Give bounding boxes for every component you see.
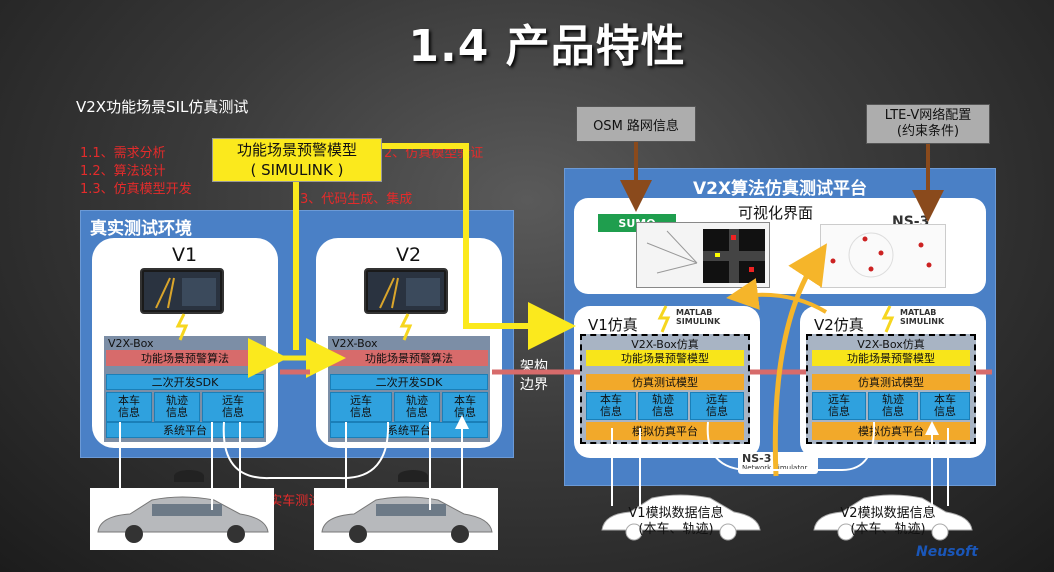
v2-sim-warning-model: 功能场景预警模型 — [812, 350, 970, 366]
v2-antenna-icon — [398, 470, 428, 482]
v1-sim-car-outline — [596, 488, 764, 546]
v1-display-screen — [140, 268, 224, 314]
v2-sim-cell-host: 本车 信息 — [920, 392, 970, 420]
v1-sim-cell-host: 本车 信息 — [586, 392, 636, 420]
v2-cell-track: 轨迹 信息 — [394, 392, 440, 422]
ltev-network-config-box: LTE-V网络配置 (约束条件) — [866, 104, 990, 144]
v2-sim-cell-track: 轨迹 信息 — [868, 392, 918, 420]
v2-system-platform: 系统平台 — [330, 422, 488, 438]
v1-sim-platform: 模拟仿真平台 — [586, 422, 744, 440]
v1-sim-data-label: V1模拟数据信息 (本车、轨迹) — [628, 506, 724, 537]
v1-antenna-icon — [174, 470, 204, 482]
v1-box-label: V2X-Box — [108, 337, 154, 350]
sumo-map-view — [636, 222, 770, 288]
v1-warning-algorithm: 功能场景预警算法 — [106, 350, 264, 366]
v2-display-screen — [364, 268, 448, 314]
page-title: 1.4 产品特性 — [408, 21, 686, 72]
ns3-bottom-text: NS-3 — [742, 452, 772, 465]
v1-sdk: 二次开发SDK — [106, 374, 264, 390]
v1-sim-cell-remote: 远车 信息 — [690, 392, 744, 420]
v2-box-label: V2X-Box — [332, 337, 378, 350]
v2-sim-platform: 模拟仿真平台 — [812, 422, 970, 440]
subtitle: V2X功能场景SIL仿真测试 — [76, 98, 249, 116]
v1-matlab-logo: MATLAB SIMULINK — [676, 308, 721, 326]
v2-label: V2 — [396, 244, 422, 266]
v2-matlab-logo: MATLAB SIMULINK — [900, 308, 945, 326]
v1-sim-test-model: 仿真测试模型 — [586, 374, 744, 390]
step-1-3: 1.3、仿真模型开发 — [80, 182, 192, 197]
v2-cell-host: 本车 信息 — [442, 392, 488, 422]
v2-cell-remote: 远车 信息 — [330, 392, 392, 422]
v1-sim-box-label: V2X-Box仿真 — [631, 338, 699, 351]
v2-warning-algorithm: 功能场景预警算法 — [330, 350, 488, 366]
osm-road-info-box: OSM 路网信息 — [576, 106, 696, 142]
v1-real-car — [90, 488, 274, 550]
v1-system-platform: 系统平台 — [106, 422, 264, 438]
callout-line-1: 功能场景预警模型 — [236, 141, 357, 159]
v2-sim-car-outline — [808, 488, 976, 546]
v2-sim-test-model: 仿真测试模型 — [812, 374, 970, 390]
step-3: 3、代码生成、集成 — [300, 192, 413, 207]
v2-sim-box-label: V2X-Box仿真 — [857, 338, 925, 351]
v2-sim-data-label: V2模拟数据信息 (本车、轨迹) — [840, 506, 936, 537]
ns3-network-view — [820, 224, 946, 288]
v2-sim-label: V2仿真 — [814, 316, 864, 334]
v1-sim-label: V1仿真 — [588, 316, 638, 334]
step-2: 2、仿真模型验证 — [384, 146, 484, 161]
v1-sim-warning-model: 功能场景预警模型 — [586, 350, 744, 366]
simulink-model-callout: 功能场景预警模型 ( SIMULINK ) — [212, 138, 382, 182]
ns3-bottom-sub: Network Simulator — [742, 464, 808, 472]
v2-sim-cell-remote: 远车 信息 — [812, 392, 866, 420]
callout-line-2: ( SIMULINK ) — [250, 161, 344, 179]
v2-real-car — [314, 488, 498, 550]
v2-sdk: 二次开发SDK — [330, 374, 488, 390]
neusoft-logo: Neusoft — [916, 544, 978, 560]
v1-cell-remote: 远车 信息 — [202, 392, 264, 422]
v1-cell-host: 本车 信息 — [106, 392, 152, 422]
visualization-label: 可视化界面 — [738, 204, 814, 222]
v1-sim-cell-track: 轨迹 信息 — [638, 392, 688, 420]
ns3-bottom-logo: NS-3 Network Simulator — [738, 452, 818, 474]
platform-title: V2X算法仿真测试平台 — [692, 179, 868, 199]
step-1-1: 1.1、需求分析 — [80, 146, 166, 161]
step-1-2: 1.2、算法设计 — [80, 164, 166, 179]
real-env-title: 真实测试环境 — [90, 219, 192, 239]
v1-label: V1 — [172, 244, 198, 266]
architecture-boundary-label: 架构 边界 — [520, 359, 548, 393]
v1-cell-track: 轨迹 信息 — [154, 392, 200, 422]
